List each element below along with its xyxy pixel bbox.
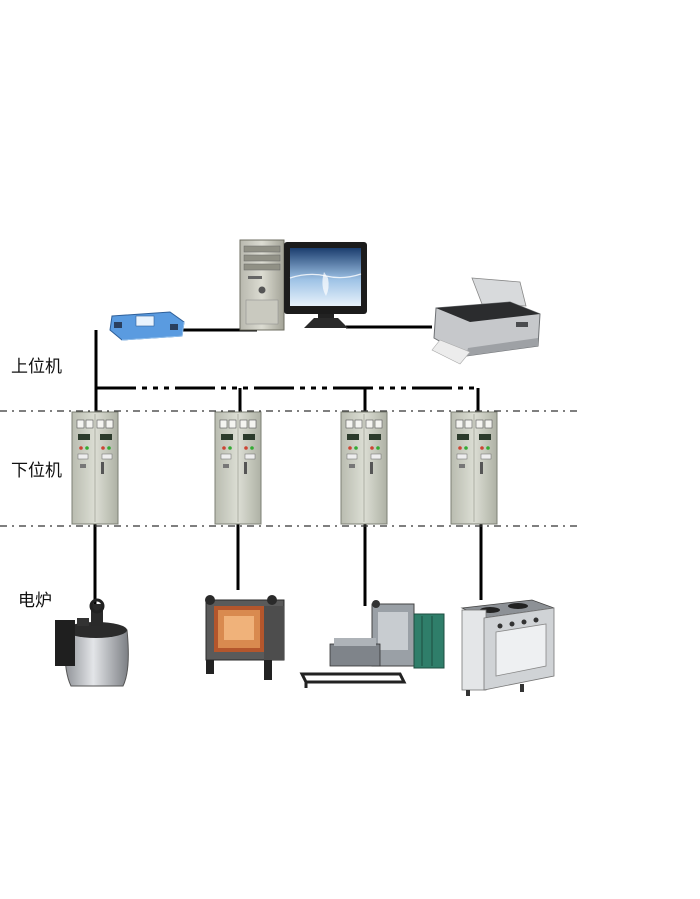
wiring (93, 325, 483, 606)
control-cabinet-icon (71, 411, 498, 525)
ladle-furnace-icon (55, 598, 129, 687)
trolley-furnace-icon (299, 600, 445, 688)
rs485-converter-icon (109, 311, 185, 341)
electric-stove-icon (460, 599, 555, 696)
label-upper-computer: 上位机 (11, 357, 62, 377)
box-furnace-icon (205, 595, 285, 680)
label-electric-furnace: 电炉 (18, 591, 52, 611)
label-lower-computer: 下位机 (11, 461, 62, 481)
computer-tower-icon (239, 239, 285, 331)
monitor-icon (284, 242, 367, 328)
printer-icon (431, 277, 541, 365)
